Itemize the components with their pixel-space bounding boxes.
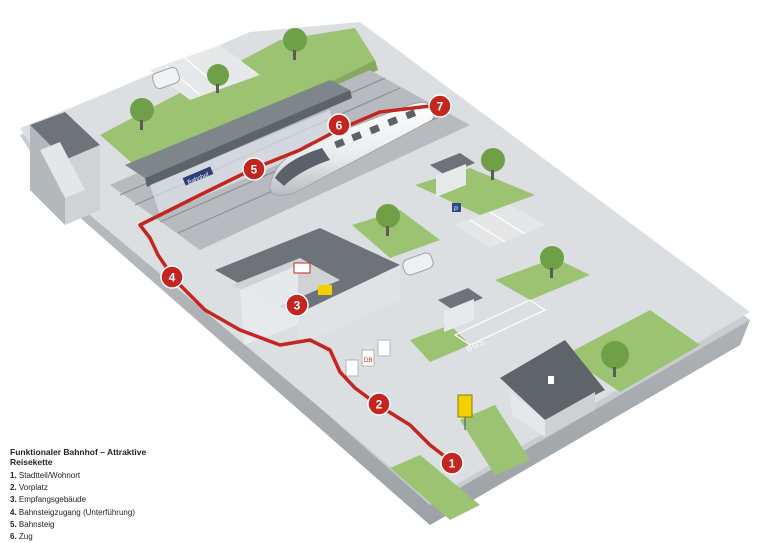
- svg-text:2: 2: [376, 398, 383, 412]
- legend-item: 6. Zug: [10, 531, 220, 543]
- db-logo: DB: [364, 358, 372, 364]
- marker-4: 4: [161, 266, 183, 288]
- legend-title: Funktionaler Bahnhof – Attraktive Reisek…: [10, 447, 170, 467]
- svg-text:6: 6: [336, 119, 343, 133]
- legend-item: 1. Stadtteil/Wohnort: [10, 470, 220, 482]
- legend-item: 4. Bahnsteigzugang (Unterführung): [10, 507, 220, 519]
- svg-text:4: 4: [169, 271, 176, 285]
- marker-2: 2: [368, 393, 390, 415]
- parking-sign: P: [454, 207, 458, 213]
- marker-1: 1: [441, 452, 463, 474]
- legend-item: 2. Vorplatz: [10, 482, 220, 494]
- legend-item: 5. Bahnsteig: [10, 519, 220, 531]
- marker-3: 3: [286, 294, 308, 316]
- svg-text:1: 1: [449, 457, 456, 471]
- marker-6: 6: [328, 114, 350, 136]
- marker-5: 5: [243, 158, 265, 180]
- legend: Funktionaler Bahnhof – Attraktive Reisek…: [10, 447, 220, 543]
- svg-text:5: 5: [251, 163, 258, 177]
- svg-text:3: 3: [294, 299, 301, 313]
- legend-item: 3. Empfangsgebäude: [10, 494, 220, 506]
- marker-7: 7: [429, 95, 451, 117]
- svg-text:7: 7: [437, 100, 444, 114]
